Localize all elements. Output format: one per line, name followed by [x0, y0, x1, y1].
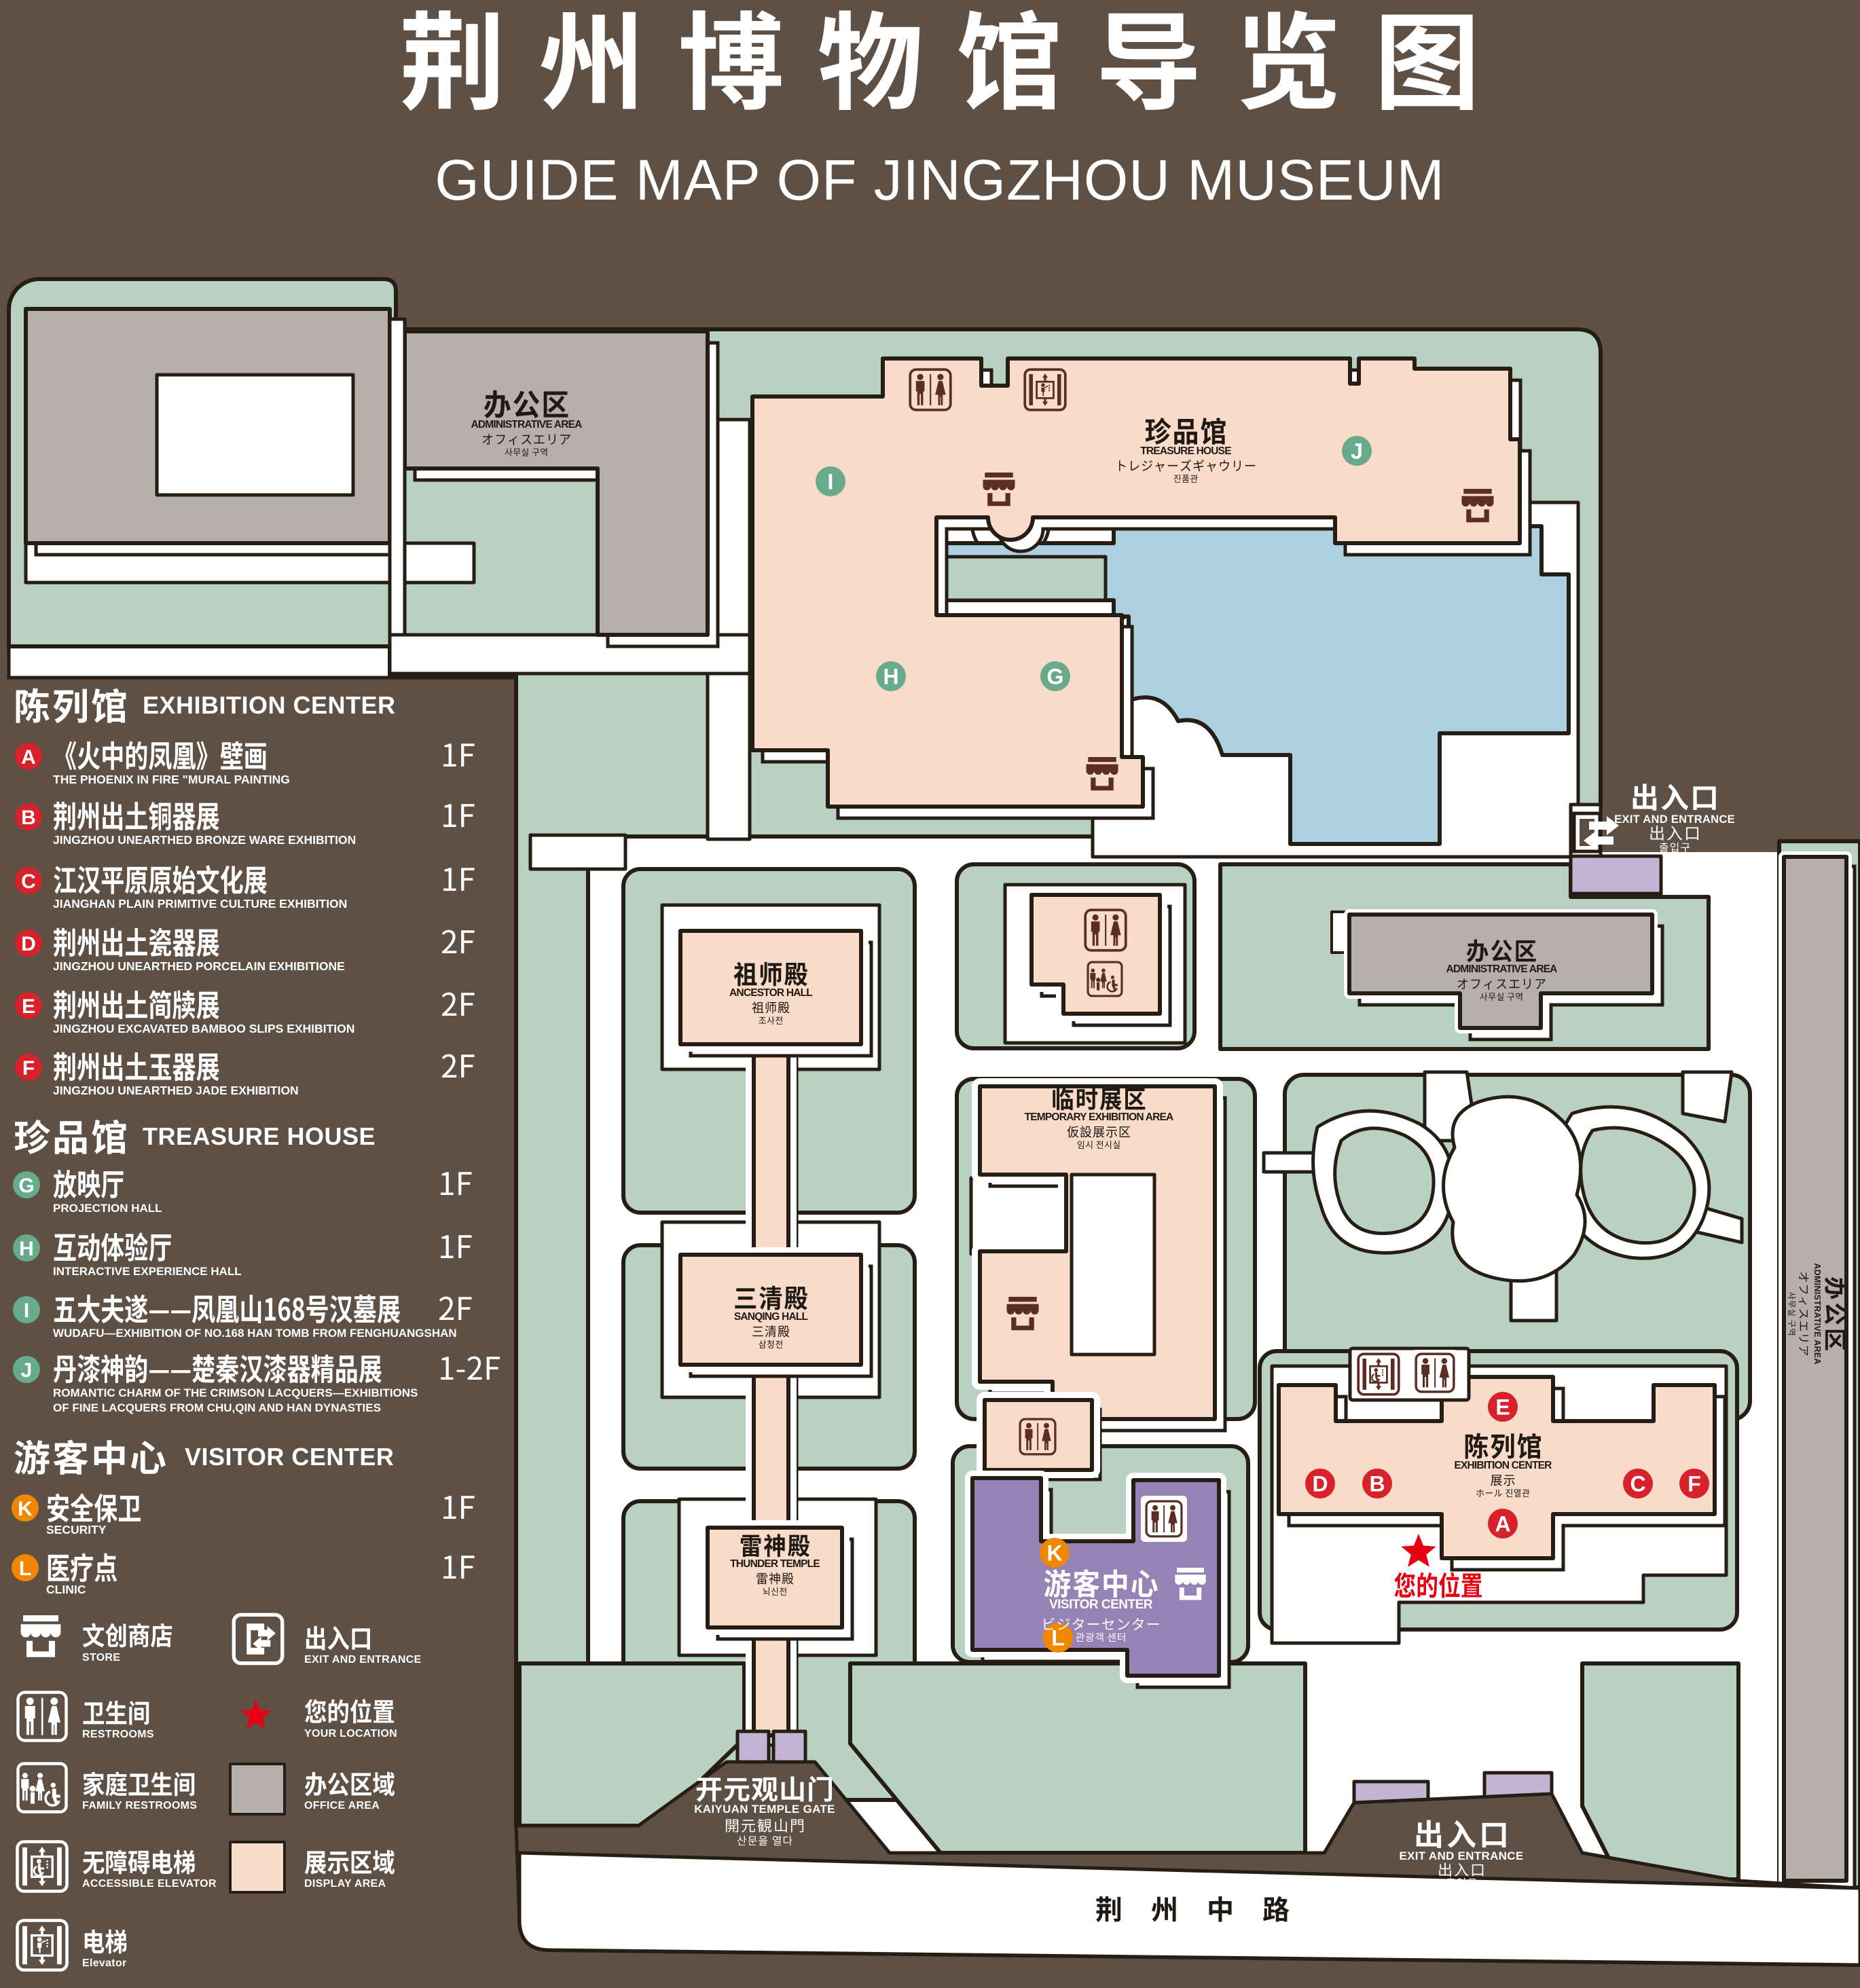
svg-text:JINGZHOU UNEARTHED PORCELAIN E: JINGZHOU UNEARTHED PORCELAIN EXHIBITIONE — [53, 959, 345, 973]
svg-text:H: H — [19, 1238, 34, 1260]
svg-text:A: A — [21, 746, 36, 769]
svg-text:RESTROOMS: RESTROOMS — [82, 1729, 154, 1740]
svg-text:KAIYUAN TEMPLE GATE: KAIYUAN TEMPLE GATE — [694, 1803, 835, 1816]
svg-text:WUDAFU—EXHIBITION OF NO.168 HA: WUDAFU—EXHIBITION OF NO.168 HAN TOMB FRO… — [53, 1327, 457, 1340]
svg-text:J: J — [21, 1359, 33, 1382]
svg-text:THE PHOENIX IN FIRE "MURAL PAI: THE PHOENIX IN FIRE "MURAL PAINTING — [53, 773, 290, 786]
svg-text:C: C — [21, 870, 36, 893]
svg-text:E: E — [1495, 1395, 1510, 1420]
svg-text:TREASURE HOUSE: TREASURE HOUSE — [143, 1122, 376, 1150]
svg-text:GUIDE MAP OF JINGZHOU MUSEUM: GUIDE MAP OF JINGZHOU MUSEUM — [435, 148, 1444, 212]
svg-text:A: A — [1495, 1512, 1510, 1536]
svg-text:F: F — [1688, 1472, 1701, 1496]
svg-text:I: I — [828, 470, 834, 494]
svg-text:ANCESTOR HALL: ANCESTOR HALL — [729, 987, 812, 999]
svg-text:STORE: STORE — [82, 1652, 120, 1663]
svg-text:F: F — [22, 1057, 35, 1080]
svg-text:D: D — [1312, 1472, 1328, 1496]
svg-text:JIANGHAN PLAIN PRIMITIVE CULTU: JIANGHAN PLAIN PRIMITIVE CULTURE EXHIBIT… — [53, 897, 347, 910]
svg-text:EXIT AND ENTRANCE: EXIT AND ENTRANCE — [1614, 813, 1735, 826]
svg-text:B: B — [1369, 1472, 1385, 1496]
svg-text:FAMILY RESTROOMS: FAMILY RESTROOMS — [82, 1800, 197, 1811]
svg-text:SECURITY: SECURITY — [46, 1523, 107, 1536]
svg-text:ADMINISTRATIVE AREA: ADMINISTRATIVE AREA — [1446, 963, 1557, 975]
svg-text:B: B — [21, 807, 36, 829]
svg-text:K: K — [18, 1498, 33, 1520]
svg-text:G: G — [1047, 665, 1064, 689]
svg-text:OF FINE LACQUERS FROM CHU,QIN: OF FINE LACQUERS FROM CHU,QIN AND HAN DY… — [53, 1401, 381, 1414]
svg-text:D: D — [21, 933, 36, 955]
svg-text:EXIT AND ENTRANCE: EXIT AND ENTRANCE — [1400, 1849, 1524, 1862]
svg-text:ACCESSIBLE ELEVATOR: ACCESSIBLE ELEVATOR — [82, 1878, 217, 1890]
svg-text:ADMINISTRATIVE AREA: ADMINISTRATIVE AREA — [1812, 1263, 1822, 1364]
svg-text:ADMINISTRATIVE AREA: ADMINISTRATIVE AREA — [471, 419, 582, 430]
svg-text:TEMPORARY EXHIBITION AREA: TEMPORARY EXHIBITION AREA — [1025, 1111, 1173, 1123]
svg-text:E: E — [22, 995, 35, 1018]
svg-text:C: C — [1630, 1472, 1645, 1496]
svg-text:EXHIBITION CENTER: EXHIBITION CENTER — [1454, 1460, 1552, 1471]
svg-text:TREASURE HOUSE: TREASURE HOUSE — [1140, 445, 1231, 457]
svg-text:L: L — [19, 1558, 31, 1580]
svg-text:ROMANTIC CHARM OF THE CRIMSON: ROMANTIC CHARM OF THE CRIMSON LACQUERS—E… — [53, 1386, 418, 1399]
svg-text:G: G — [18, 1175, 34, 1197]
svg-text:PROJECTION HALL: PROJECTION HALL — [53, 1202, 162, 1215]
svg-text:DISPLAY AREA: DISPLAY AREA — [304, 1878, 386, 1890]
svg-text:K: K — [1046, 1541, 1062, 1566]
svg-text:THUNDER TEMPLE: THUNDER TEMPLE — [730, 1558, 820, 1570]
svg-text:VISITOR CENTER: VISITOR CENTER — [1049, 1598, 1153, 1612]
svg-text:Elevator: Elevator — [82, 1957, 127, 1969]
svg-text:OFFICE AREA: OFFICE AREA — [304, 1800, 380, 1811]
svg-text:VISITOR CENTER: VISITOR CENTER — [185, 1443, 394, 1471]
svg-text:I: I — [24, 1300, 29, 1322]
svg-text:L: L — [1051, 1626, 1065, 1651]
svg-text:H: H — [883, 665, 898, 689]
svg-text:JINGZHOU UNEARTHED BRONZE WARE: JINGZHOU UNEARTHED BRONZE WARE EXHIBITIO… — [53, 833, 356, 847]
svg-text:JINGZHOU EXCAVATED BAMBOO SLIP: JINGZHOU EXCAVATED BAMBOO SLIPS EXHIBITI… — [53, 1022, 354, 1035]
svg-text:JINGZHOU UNEARTHED JADE EXHIBI: JINGZHOU UNEARTHED JADE EXHIBITION — [53, 1084, 299, 1097]
svg-text:CLINIC: CLINIC — [46, 1583, 86, 1596]
svg-text:INTERACTIVE EXPERIENCE HALL: INTERACTIVE EXPERIENCE HALL — [53, 1265, 242, 1278]
svg-text:SANQING HALL: SANQING HALL — [734, 1311, 808, 1323]
svg-text:J: J — [1351, 439, 1363, 464]
svg-text:EXIT AND ENTRANCE: EXIT AND ENTRANCE — [304, 1654, 422, 1665]
svg-text:YOUR LOCATION: YOUR LOCATION — [304, 1728, 397, 1740]
svg-text:EXHIBITION CENTER: EXHIBITION CENTER — [143, 691, 396, 719]
